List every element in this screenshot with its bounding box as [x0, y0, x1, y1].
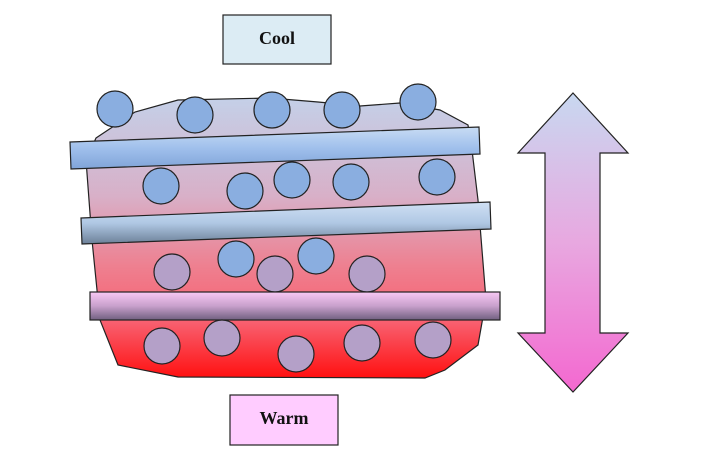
cool-particle [176, 96, 214, 134]
layer-bar-3 [89, 291, 501, 321]
cool-particle [217, 240, 255, 278]
cool-particle [142, 167, 180, 205]
warm-particle [256, 255, 294, 293]
layer-bar-2 [80, 201, 492, 245]
cool-particle [399, 83, 437, 121]
cool-particle [332, 163, 370, 201]
warm-label-box: Warm [229, 394, 339, 446]
warm-particle [277, 335, 315, 373]
warm-particle [348, 255, 386, 293]
cool-particle [323, 91, 361, 129]
cool-particle [418, 158, 456, 196]
layer-bar-1 [69, 126, 481, 170]
particles-row-1 [96, 83, 437, 134]
warm-particle [343, 324, 381, 362]
cool-particle [297, 237, 335, 275]
warm-particle [153, 253, 191, 291]
particles-row-3 [153, 237, 386, 293]
cool-label-box: Cool [222, 14, 332, 65]
cool-particle [226, 172, 264, 210]
cool-particle [253, 91, 291, 129]
cool-particle [273, 161, 311, 199]
cool-particle [96, 90, 134, 128]
warm-label: Warm [260, 408, 309, 428]
warm-particle [143, 327, 181, 365]
double-arrow-icon [516, 92, 630, 393]
cool-label: Cool [259, 28, 295, 48]
warm-particle [414, 321, 452, 359]
particles-row-4 [143, 319, 452, 373]
particles-row-2 [142, 158, 456, 210]
warm-particle [203, 319, 241, 357]
